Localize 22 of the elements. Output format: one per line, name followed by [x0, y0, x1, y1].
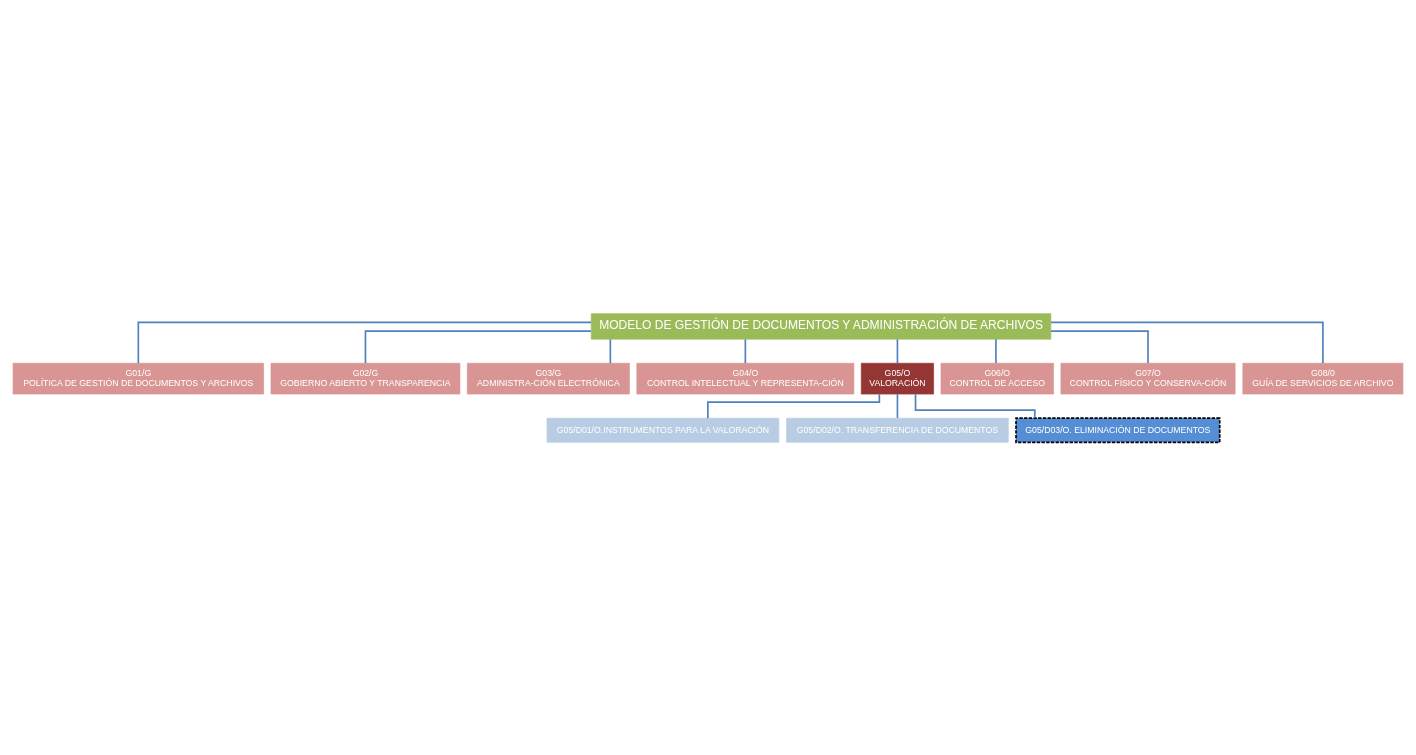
connector: [914, 392, 1036, 419]
node-box: G08/0 GUÍA DE SERVICIOS DE ARCHIVO: [1242, 362, 1404, 394]
connector: [744, 338, 747, 364]
connector: [1050, 321, 1324, 364]
node-box: G05/D02/O. TRANSFERENCIA DE DOCUMENTOS: [786, 417, 1009, 443]
connector: [896, 338, 899, 364]
node-box: G03/G ADMINISTRA-CIÓN ELECTRÓNICA: [466, 362, 630, 394]
connector: [896, 392, 899, 419]
node-box: G05/D03/O. ELIMINACIÓN DE DOCUMENTOS: [1015, 416, 1221, 443]
node-box: G05/D01/O.INSTRUMENTOS PARA LA VALORACIÓN: [546, 417, 780, 443]
node-box: G01/G POLÍTICA DE GESTIÓN DE DOCUMENTOS Y ARCHIVOS: [12, 362, 264, 394]
connector: [609, 338, 612, 364]
node-box: G07/O CONTROL FÍSICO Y CONSERVA-CIÓN: [1060, 362, 1236, 394]
connector: [995, 338, 997, 364]
node-box: G02/G GOBIERNO ABIERTO Y TRANSPARENCIA: [270, 362, 461, 394]
node-box: MODELO DE GESTIÓN DE DOCUMENTOS Y ADMINISTRACIÓN DE ARCHIVOS: [590, 312, 1052, 339]
connector: [364, 329, 592, 364]
node-box: G06/O CONTROL DE ACCESO: [940, 362, 1054, 394]
node-box: G05/O VALORACIÓN: [860, 362, 934, 394]
node-box: G04/O CONTROL INTELECTUAL Y REPRESENTA-CIÓN: [636, 362, 855, 394]
connector: [1050, 329, 1149, 364]
connector: [137, 321, 592, 364]
